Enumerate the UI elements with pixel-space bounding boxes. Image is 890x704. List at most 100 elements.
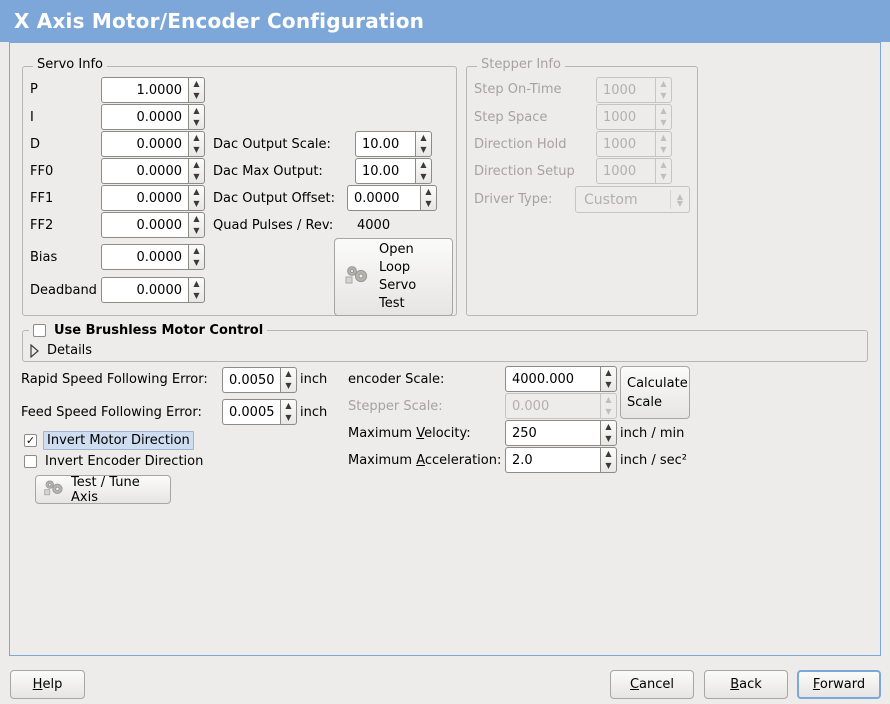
feed-following-error-value[interactable]: 0.0005 <box>222 399 280 425</box>
invert-encoder-direction-checkbox[interactable] <box>24 455 37 468</box>
encoder-scale-spinner[interactable]: ▲▼ <box>600 366 617 392</box>
spin-down-icon[interactable]: ▼ <box>193 291 200 300</box>
spin-up-icon[interactable]: ▲ <box>285 369 292 378</box>
spin-down-icon[interactable]: ▼ <box>605 434 612 443</box>
spin-up-icon[interactable]: ▲ <box>193 279 200 288</box>
servo-field-bias[interactable]: 0.0000 ▲▼ <box>101 244 205 270</box>
maximum-acceleration-value[interactable]: 2.0 <box>505 447 600 473</box>
spin-down-icon[interactable]: ▼ <box>285 413 292 422</box>
spin-down-icon[interactable]: ▼ <box>193 145 200 154</box>
servo-field-i[interactable]: 0.0000 ▲▼ <box>101 104 205 130</box>
spin-up-icon[interactable]: ▲ <box>605 422 612 431</box>
maximum-velocity-value[interactable]: 250 <box>505 420 600 446</box>
servo-field-ff1[interactable]: 0.0000 ▲▼ <box>101 185 205 211</box>
spin-down-icon[interactable]: ▼ <box>193 91 200 100</box>
use-brushless-motor-control-row[interactable]: Use Brushless Motor Control <box>29 323 268 338</box>
feed-following-error-spinner[interactable]: ▲▼ <box>280 399 297 425</box>
open-loop-servo-test-button[interactable]: Open Loop Servo Test <box>334 238 453 316</box>
servo-field-ff1-value[interactable]: 0.0000 <box>101 185 188 211</box>
forward-button[interactable]: Forward <box>797 670 881 699</box>
spin-up-icon[interactable]: ▲ <box>193 79 200 88</box>
spin-down-icon[interactable]: ▼ <box>193 226 200 235</box>
spin-down-icon[interactable]: ▼ <box>425 199 432 208</box>
maximum-acceleration-spinner[interactable]: ▲▼ <box>600 447 617 473</box>
spin-up-icon[interactable]: ▲ <box>605 449 612 458</box>
maximum-velocity-spinner[interactable]: ▲▼ <box>600 420 617 446</box>
details-disclosure[interactable]: Details <box>29 343 92 358</box>
servo-field-ff2[interactable]: 0.0000 ▲▼ <box>101 212 205 238</box>
spin-up-icon[interactable]: ▲ <box>605 368 612 377</box>
spin-up-icon[interactable]: ▲ <box>193 106 200 115</box>
spin-up-icon[interactable]: ▲ <box>285 401 292 410</box>
spin-down-icon[interactable]: ▼ <box>605 461 612 470</box>
spin-down-icon[interactable]: ▼ <box>285 381 292 390</box>
servo-field-ff1-spinner[interactable]: ▲▼ <box>188 185 205 211</box>
back-button[interactable]: Back <box>704 670 788 699</box>
spin-down-icon[interactable]: ▼ <box>193 258 200 267</box>
servo-label-ff2: FF2 <box>30 218 54 233</box>
spin-down-icon[interactable]: ▼ <box>420 172 427 181</box>
spin-down-icon[interactable]: ▼ <box>420 145 427 154</box>
spin-down-icon[interactable]: ▼ <box>193 118 200 127</box>
spin-up-icon[interactable]: ▲ <box>425 187 432 196</box>
feed-following-error-field[interactable]: 0.0005 ▲▼ <box>222 399 297 425</box>
servo-field-deadband-value[interactable]: 0.0000 <box>101 277 188 303</box>
dac-max-output-field[interactable]: 10.00 ▲▼ <box>355 158 432 184</box>
spin-down-icon[interactable]: ▼ <box>193 199 200 208</box>
calculate-scale-label: Calculate Scale <box>627 375 688 410</box>
dac-output-offset-value[interactable]: 0.0000 <box>347 185 420 211</box>
rapid-following-error-value[interactable]: 0.0050 <box>222 367 280 393</box>
invert-encoder-direction-row[interactable]: Invert Encoder Direction <box>24 454 203 469</box>
maximum-velocity-field[interactable]: 250 ▲▼ <box>505 420 617 446</box>
spin-up-icon[interactable]: ▲ <box>193 214 200 223</box>
encoder-scale-field[interactable]: 4000.000 ▲▼ <box>505 366 617 392</box>
test-tune-axis-button[interactable]: Test / Tune Axis <box>35 475 171 505</box>
help-button[interactable]: Help <box>10 670 85 699</box>
dac-max-output-value[interactable]: 10.00 <box>355 158 415 184</box>
servo-field-ff0-spinner[interactable]: ▲▼ <box>188 158 205 184</box>
spin-up-icon[interactable]: ▲ <box>193 160 200 169</box>
calculate-scale-button[interactable]: Calculate Scale <box>620 366 690 419</box>
encoder-scale-value[interactable]: 4000.000 <box>505 366 600 392</box>
dac-output-scale-spinner[interactable]: ▲▼ <box>415 131 432 157</box>
gears-icon <box>42 477 66 503</box>
dac-max-output-spinner[interactable]: ▲▼ <box>415 158 432 184</box>
servo-field-i-spinner[interactable]: ▲▼ <box>188 104 205 130</box>
dac-output-offset-field[interactable]: 0.0000 ▲▼ <box>347 185 437 211</box>
servo-field-d-value[interactable]: 0.0000 <box>101 131 188 157</box>
invert-motor-direction-checkbox[interactable]: ✓ <box>24 434 37 447</box>
rapid-following-error-field[interactable]: 0.0050 ▲▼ <box>222 367 297 393</box>
servo-field-bias-value[interactable]: 0.0000 <box>101 244 188 270</box>
invert-motor-direction-row[interactable]: ✓ Invert Motor Direction <box>24 431 194 450</box>
spin-up-icon[interactable]: ▲ <box>420 160 427 169</box>
servo-field-d-spinner[interactable]: ▲▼ <box>188 131 205 157</box>
servo-field-i-value[interactable]: 0.0000 <box>101 104 188 130</box>
spin-up-icon[interactable]: ▲ <box>420 133 427 142</box>
dac-output-scale-value[interactable]: 10.00 <box>355 131 415 157</box>
use-brushless-checkbox[interactable] <box>33 324 46 337</box>
spin-up-icon[interactable]: ▲ <box>193 246 200 255</box>
spin-up-icon[interactable]: ▲ <box>193 133 200 142</box>
servo-field-ff2-value[interactable]: 0.0000 <box>101 212 188 238</box>
dac-output-scale-field[interactable]: 10.00 ▲▼ <box>355 131 432 157</box>
dac-output-offset-spinner[interactable]: ▲▼ <box>420 185 437 211</box>
servo-field-p-spinner[interactable]: ▲▼ <box>188 77 205 103</box>
servo-label-ff0: FF0 <box>30 164 54 179</box>
servo-field-ff2-spinner[interactable]: ▲▼ <box>188 212 205 238</box>
servo-field-ff0[interactable]: 0.0000 ▲▼ <box>101 158 205 184</box>
servo-field-p[interactable]: 1.0000 ▲▼ <box>101 77 205 103</box>
rapid-following-error-spinner[interactable]: ▲▼ <box>280 367 297 393</box>
servo-field-ff0-value[interactable]: 0.0000 <box>101 158 188 184</box>
servo-field-deadband-spinner[interactable]: ▲▼ <box>188 277 205 303</box>
chevron-right-icon[interactable] <box>29 344 39 358</box>
servo-field-deadband[interactable]: 0.0000 ▲▼ <box>101 277 205 303</box>
step-space-value: 1000 <box>596 104 655 130</box>
cancel-button[interactable]: Cancel <box>610 670 694 699</box>
servo-field-bias-spinner[interactable]: ▲▼ <box>188 244 205 270</box>
spin-down-icon[interactable]: ▼ <box>193 172 200 181</box>
spin-up-icon[interactable]: ▲ <box>193 187 200 196</box>
maximum-acceleration-field[interactable]: 2.0 ▲▼ <box>505 447 617 473</box>
servo-field-p-value[interactable]: 1.0000 <box>101 77 188 103</box>
spin-down-icon[interactable]: ▼ <box>605 380 612 389</box>
servo-field-d[interactable]: 0.0000 ▲▼ <box>101 131 205 157</box>
